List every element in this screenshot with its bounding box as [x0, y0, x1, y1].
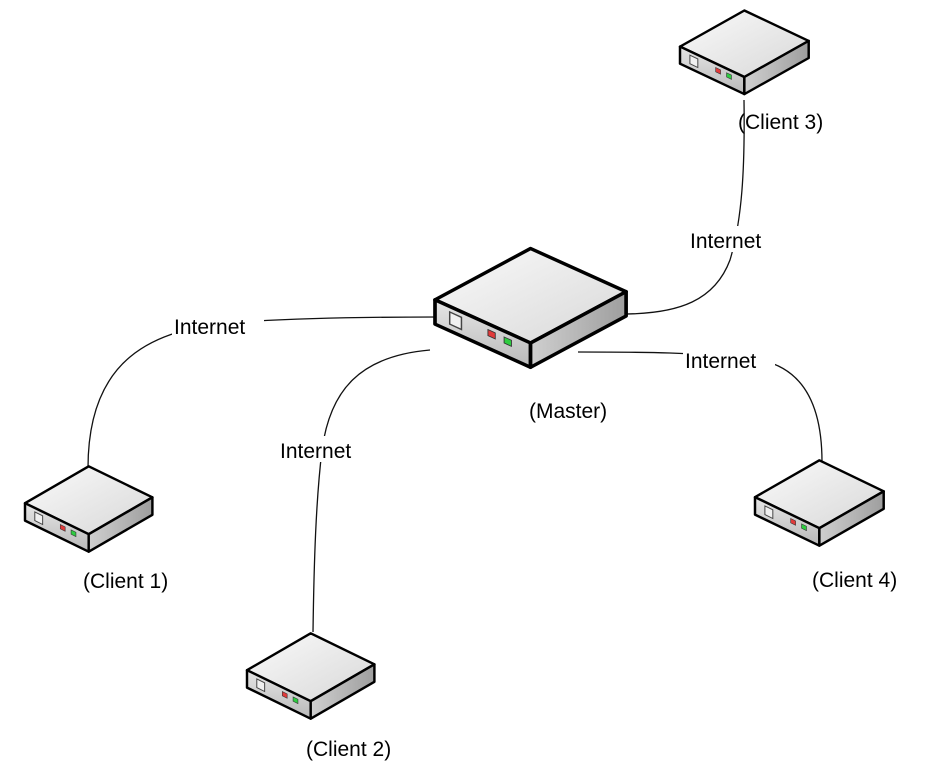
link-label-client1: Internet — [172, 312, 264, 339]
client4-device: (Client 4) — [753, 459, 897, 592]
network-device-icon — [678, 9, 810, 96]
link-label-text: Internet — [690, 230, 761, 253]
client1-device: (Client 1) — [23, 465, 168, 593]
link-label-client4: Internet — [683, 346, 775, 373]
client2-device: (Client 2) — [245, 632, 391, 761]
link-label-text: Internet — [280, 440, 351, 463]
link-master-client1 — [87, 316, 438, 469]
network-device-icon — [245, 632, 376, 720]
client1-label: (Client 1) — [83, 570, 168, 593]
client2-label: (Client 2) — [306, 738, 391, 761]
client3-device: (Client 3) — [678, 9, 823, 134]
master-label: (Master) — [529, 400, 607, 423]
network-device-icon — [753, 459, 885, 547]
network-device-icon — [23, 465, 154, 553]
link-master-client2 — [312, 349, 431, 633]
client3-label: (Client 3) — [738, 111, 823, 134]
client4-label: (Client 4) — [812, 569, 897, 592]
link-label-client3: Internet — [688, 226, 780, 253]
link-label-client2: Internet — [278, 436, 370, 463]
network-device-icon — [433, 246, 628, 370]
link-label-text: Internet — [685, 350, 756, 373]
master-device: (Master) — [433, 246, 628, 423]
link-master-client3 — [621, 99, 745, 315]
link-label-text: Internet — [174, 316, 245, 339]
